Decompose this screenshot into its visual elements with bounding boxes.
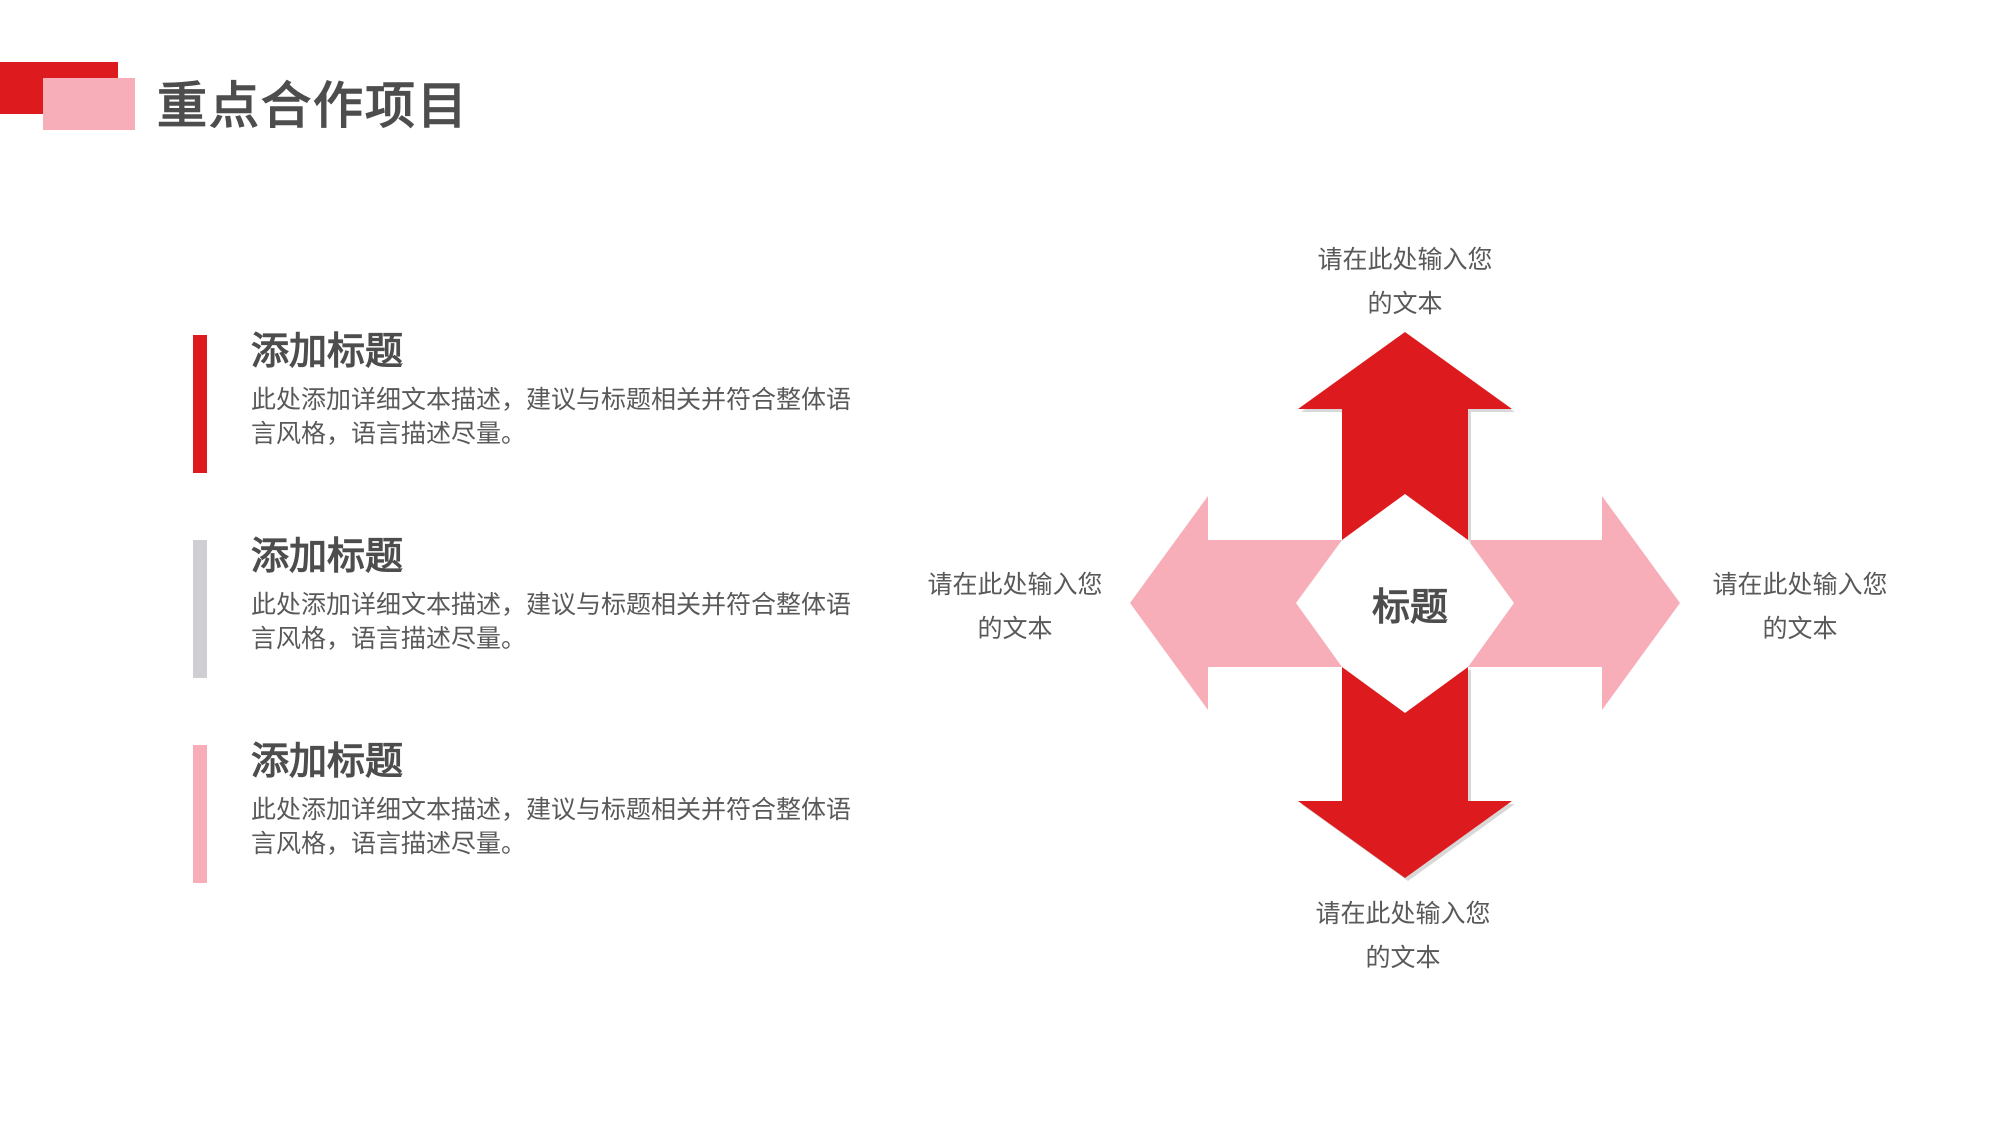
top-label: 请在此处输入您 的文本: [1285, 238, 1525, 326]
bottom-label-line2: 的文本: [1365, 943, 1441, 972]
right-label: 请在此处输入您 的文本: [1680, 563, 1920, 651]
bottom-label-line1: 请在此处输入您: [1315, 899, 1491, 928]
center-diamond: [1296, 494, 1514, 713]
bottom-arrow: [1298, 667, 1512, 878]
top-arrow: [1298, 332, 1512, 540]
item-description: 此处添加详细文本描述，建议与标题相关并符合整体语言风格，语言描述尽量。: [251, 590, 852, 653]
page-title: 重点合作项目: [157, 77, 469, 135]
bottom-label: 请在此处输入您 的文本: [1283, 892, 1523, 980]
center-title: 标题: [1371, 585, 1448, 629]
item-title: 添加标题: [251, 739, 404, 783]
item-accent-bar: [193, 335, 207, 473]
item-description: 此处添加详细文本描述，建议与标题相关并符合整体语言风格，语言描述尽量。: [251, 795, 852, 858]
left-label-line1: 请在此处输入您: [927, 570, 1103, 599]
right-label-line1: 请在此处输入您: [1712, 570, 1888, 599]
header-accent-pink: [43, 78, 135, 130]
right-label-line2: 的文本: [1762, 614, 1838, 643]
item-accent-bar: [193, 745, 207, 883]
item-description: 此处添加详细文本描述，建议与标题相关并符合整体语言风格，语言描述尽量。: [251, 385, 852, 448]
right-arrow: [1468, 496, 1680, 710]
top-label-line2: 的文本: [1367, 289, 1443, 318]
left-label-line2: 的文本: [977, 614, 1053, 643]
item-title: 添加标题: [251, 534, 404, 578]
item-accent-bar: [193, 540, 207, 678]
left-arrow: [1130, 496, 1342, 710]
left-label: 请在此处输入您 的文本: [895, 563, 1135, 651]
top-label-line1: 请在此处输入您: [1317, 245, 1493, 274]
item-title: 添加标题: [251, 329, 404, 373]
